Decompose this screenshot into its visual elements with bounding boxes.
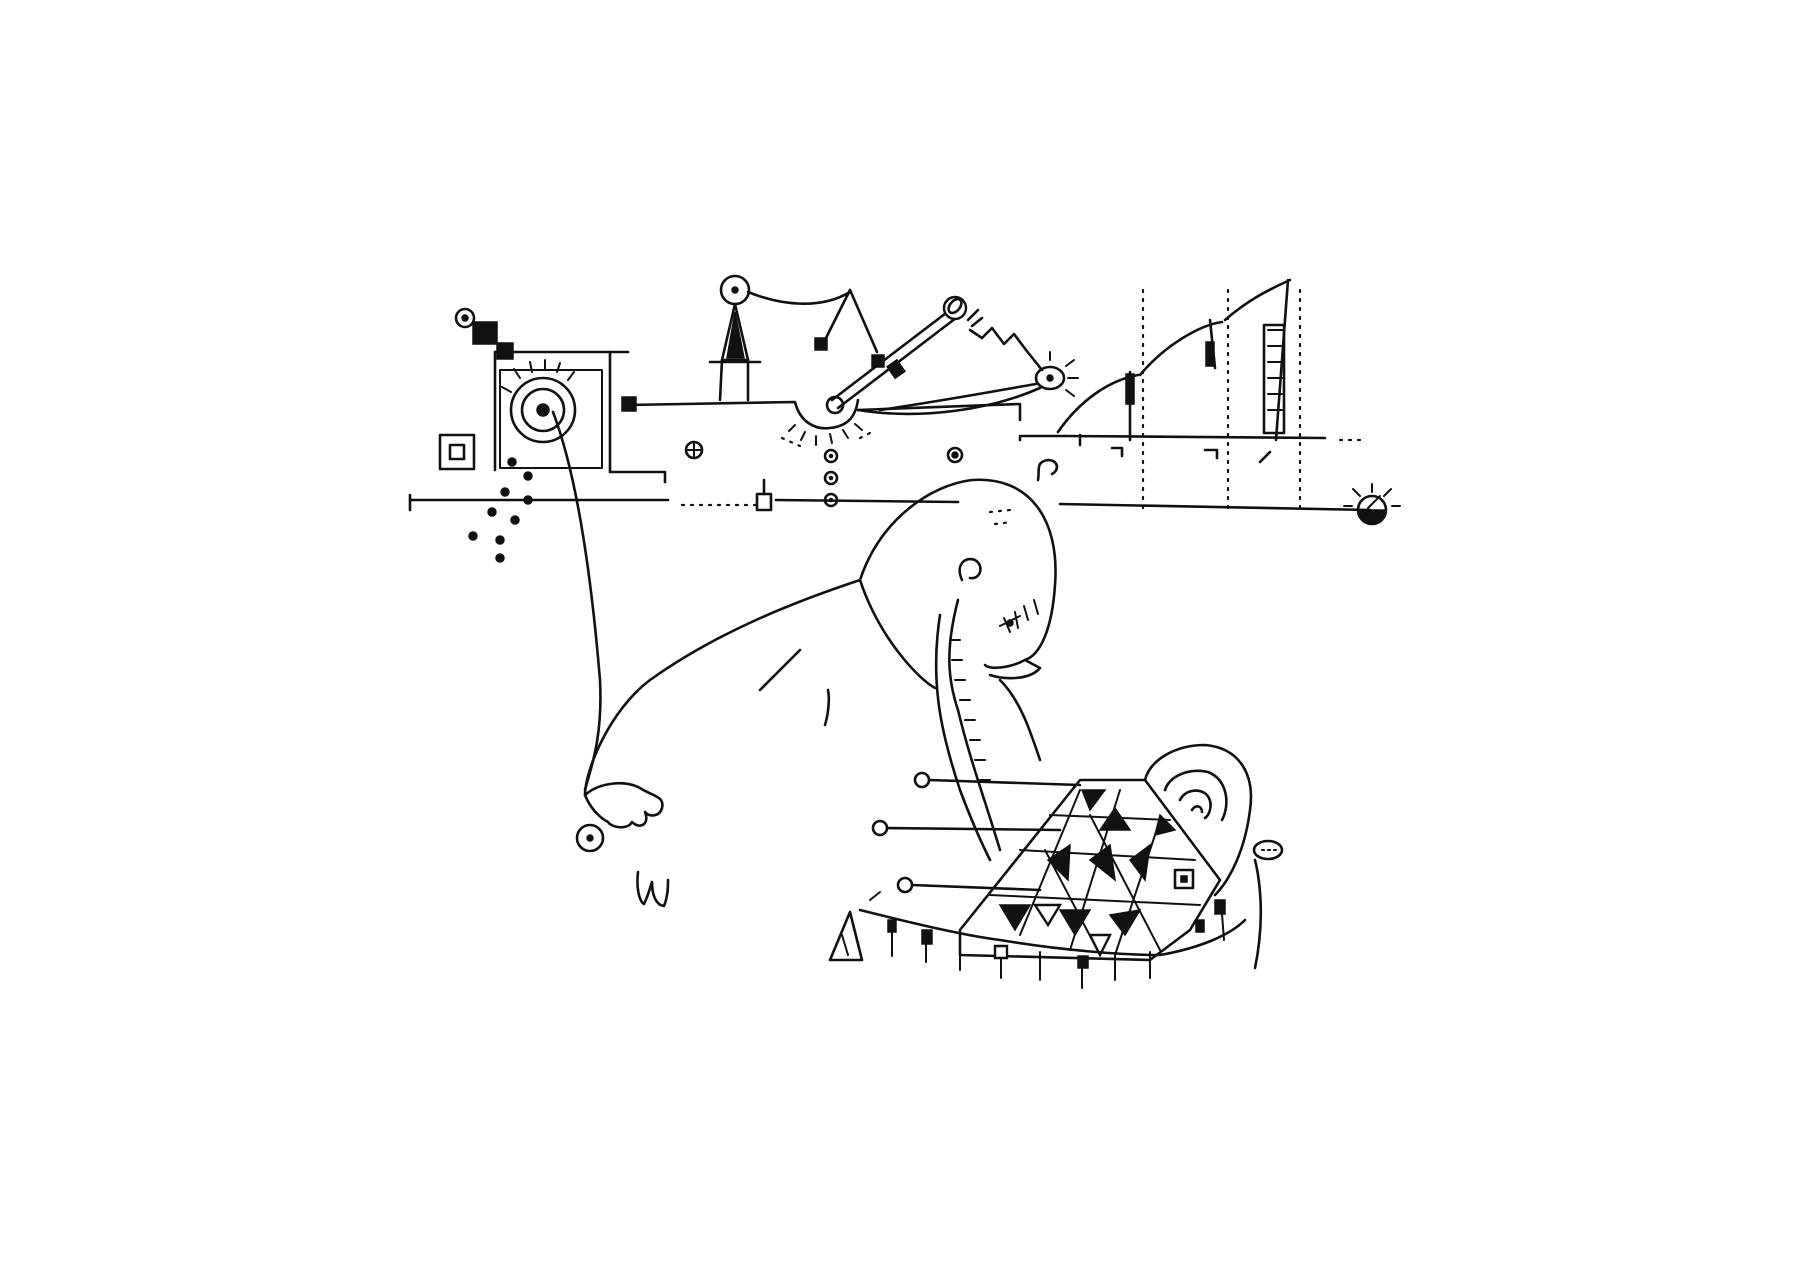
hand: [577, 783, 668, 906]
sun-eye-icon: [880, 352, 1078, 410]
quilt-fringe: [830, 900, 1245, 988]
right-arches: [1020, 280, 1360, 510]
spiral-box: [495, 352, 665, 482]
checker-stair-icon: [456, 309, 636, 411]
head: [860, 460, 1057, 688]
control-rods: [870, 773, 1080, 900]
neck-stripe: [936, 600, 1000, 860]
body: [585, 580, 1040, 795]
spring-wire: [970, 328, 1042, 370]
stick-figure: [710, 276, 850, 400]
half-sun-icon: [1344, 484, 1400, 524]
lever-arm: [827, 297, 982, 413]
right-edge: [1254, 841, 1282, 968]
triangle-quilt: [960, 780, 1220, 960]
crossed-circle-icons: [686, 442, 962, 462]
spiral-eye-icon: [502, 360, 575, 442]
dotted-column: [825, 450, 837, 506]
pivot-dashes: [782, 424, 876, 446]
horizon-line: [410, 495, 1370, 510]
small-post-icon: [757, 480, 771, 510]
shell-spiral: [1145, 745, 1251, 895]
framed-square-icon: [440, 435, 474, 469]
falling-dots: [469, 458, 532, 562]
middle-building: [628, 388, 1040, 428]
